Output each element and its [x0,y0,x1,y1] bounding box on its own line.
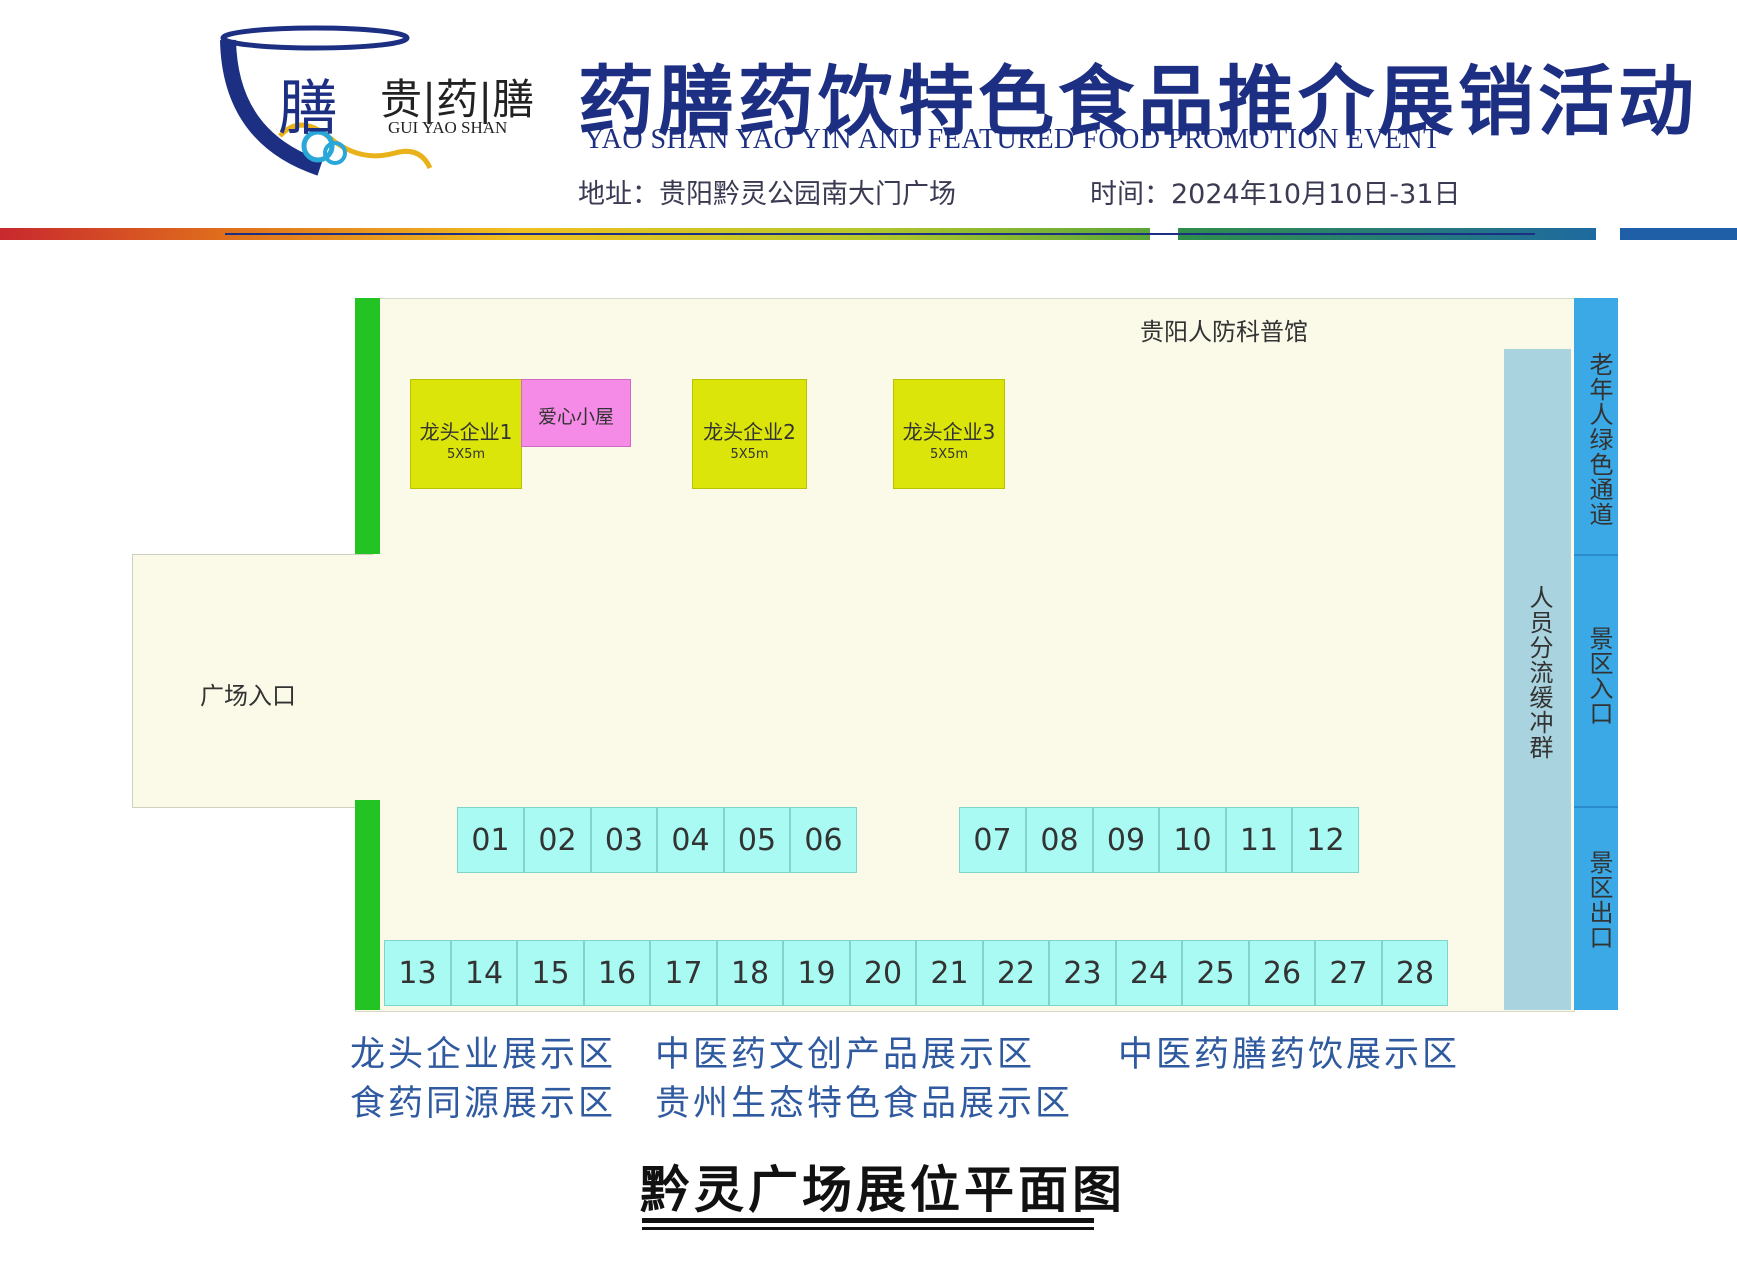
right-access-band [1574,298,1618,1010]
brand-logo: 膳 贵|药|膳 GUI YAO SHAN [220,18,550,178]
stall-25[interactable]: 25 [1182,940,1249,1006]
stall-20[interactable]: 20 [850,940,916,1006]
stall-13[interactable]: 13 [384,940,451,1006]
leading-booth-3[interactable]: 龙头企业3 5X5m [893,379,1005,489]
stall-17[interactable]: 17 [650,940,717,1006]
subtitle-underline-thick [642,1218,1094,1223]
stall-11[interactable]: 11 [1226,807,1292,873]
senior-green-channel-label: 老年人绿色通道 [1585,352,1613,527]
plaza-entrance-label: 广场入口 [200,682,296,710]
header-color-band-right [1620,228,1737,240]
subtitle-underline-thin [642,1227,1094,1230]
leading-booth-name: 龙头企业2 [703,420,796,444]
side-divider-2 [1574,806,1618,808]
stall-19[interactable]: 19 [783,940,850,1006]
legend-guizhou-eco-food: 贵州生态特色食品展示区 [655,1084,1074,1124]
stall-09[interactable]: 09 [1093,807,1159,873]
stall-01[interactable]: 01 [457,807,524,873]
leading-booth-1[interactable]: 龙头企业1 5X5m [410,379,522,489]
stall-10[interactable]: 10 [1159,807,1226,873]
stall-12[interactable]: 12 [1292,807,1359,873]
page-title: 药膳药饮特色食品推介展销活动 [578,57,1698,146]
page-title-english: YAO SHAN YAO YIN AND FEATURED FOOD PROMO… [584,124,1441,155]
stall-row-2: 13 14 15 16 17 18 19 20 21 22 23 24 25 2… [384,940,1448,1006]
stall-04[interactable]: 04 [657,807,724,873]
scenic-entrance-label: 景区入口 [1585,626,1613,726]
scenic-exit-label: 景区出口 [1585,850,1613,950]
stall-27[interactable]: 27 [1315,940,1382,1006]
legend-leading-enterprise: 龙头企业展示区 [350,1035,617,1075]
leading-booth-2[interactable]: 龙头企业2 5X5m [692,379,807,489]
stall-26[interactable]: 26 [1249,940,1315,1006]
stall-14[interactable]: 14 [451,940,517,1006]
stall-06[interactable]: 06 [790,807,857,873]
crowd-buffer-zone [1504,349,1571,1010]
stall-07[interactable]: 07 [959,807,1026,873]
green-wall-lower [355,800,380,1010]
legend-food-medicine-homology: 食药同源展示区 [350,1084,617,1124]
plaza-entrance-area [132,554,373,808]
stall-row-1-right: 07 08 09 10 11 12 [959,807,1359,873]
love-house-booth[interactable]: 爱心小屋 [521,379,631,447]
crowd-buffer-label: 人员分流缓冲群 [1525,585,1553,760]
stall-18[interactable]: 18 [717,940,783,1006]
stall-22[interactable]: 22 [983,940,1049,1006]
stall-08[interactable]: 08 [1026,807,1093,873]
stall-23[interactable]: 23 [1049,940,1116,1006]
logo-bowl-icon [220,25,433,176]
logo-big-char: 膳 [278,74,338,144]
leading-booth-name: 龙头企业3 [902,420,996,444]
leading-booth-size: 5X5m [730,447,769,462]
green-wall-upper [355,298,380,554]
logo-brand-en: GUI YAO SHAN [388,118,508,137]
plan-subtitle: 黔灵广场展位平面图 [640,1161,1126,1219]
love-house-label: 爱心小屋 [537,406,614,428]
header-thin-rule [225,233,1535,235]
civil-defense-hall-label: 贵阳人防科普馆 [1140,318,1308,346]
logo-brand-cn: 贵|药|膳 [380,75,535,124]
leading-booth-size: 5X5m [929,447,969,462]
stall-16[interactable]: 16 [584,940,650,1006]
stall-24[interactable]: 24 [1116,940,1182,1006]
leading-booth-name: 龙头企业1 [419,420,513,444]
stall-15[interactable]: 15 [517,940,584,1006]
stall-21[interactable]: 21 [916,940,983,1006]
stall-row-1-left: 01 02 03 04 05 06 [457,807,857,873]
stall-03[interactable]: 03 [591,807,657,873]
side-divider-1 [1574,554,1618,556]
leading-booth-size: 5X5m [446,447,486,462]
event-time: 时间：2024年10月10日-31日 [1090,179,1461,210]
legend-tcm-medicinal-food: 中医药膳药饮展示区 [1118,1035,1461,1075]
stall-02[interactable]: 02 [524,807,591,873]
stall-28[interactable]: 28 [1382,940,1448,1006]
event-address: 地址：贵阳黔灵公园南大门广场 [578,179,956,210]
legend-tcm-creative: 中医药文创产品展示区 [655,1035,1036,1075]
stall-05[interactable]: 05 [724,807,790,873]
